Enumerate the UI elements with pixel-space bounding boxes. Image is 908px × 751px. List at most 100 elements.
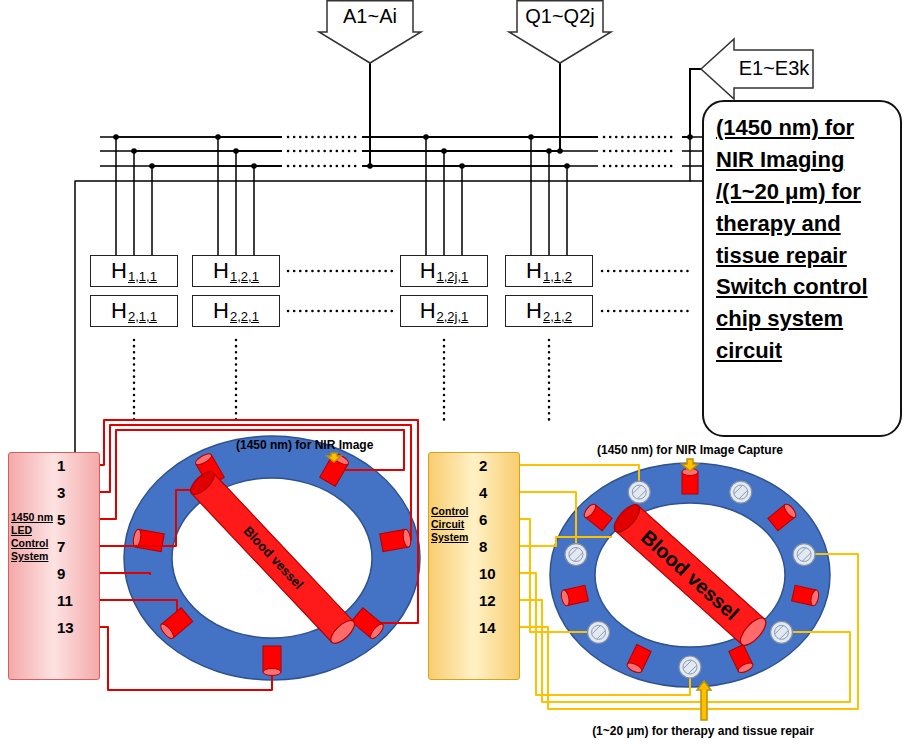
vessel-label: Blood vessel bbox=[637, 526, 744, 625]
led-emitter bbox=[682, 469, 698, 495]
junction-dot bbox=[687, 134, 693, 140]
bus-line bbox=[690, 180, 702, 182]
control-wire bbox=[520, 573, 690, 695]
continuation-dots bbox=[604, 165, 676, 168]
callout-box: (1450 nm) for NIR Imaging /(1~20 μm) for… bbox=[702, 100, 902, 437]
cell-index: 2,1,2 bbox=[543, 310, 572, 324]
junction-dot bbox=[233, 148, 239, 154]
image-sensor bbox=[565, 544, 587, 566]
image-sensor bbox=[628, 481, 650, 503]
signal-name: A1~Ai bbox=[318, 5, 422, 28]
cell-index: 1,1,2 bbox=[543, 270, 572, 284]
blood-vessel: Blood vessel bbox=[190, 470, 355, 645]
switch-cell: H1,1,1 bbox=[90, 255, 178, 287]
block-arrow bbox=[701, 39, 813, 99]
bus-wire bbox=[152, 63, 370, 255]
bus-wire bbox=[549, 63, 560, 255]
wavelength-note: (1~20 μm) for therapy and tissue repair bbox=[578, 724, 828, 738]
led-emitter bbox=[351, 608, 385, 641]
switch-cell: H1,2j,1 bbox=[400, 255, 488, 287]
junction-dot bbox=[113, 134, 119, 140]
junction-dot bbox=[423, 134, 429, 140]
pin-number: 6 bbox=[479, 511, 515, 529]
continuation-dots bbox=[288, 150, 356, 153]
blood-vessel: Blood vessel bbox=[612, 505, 768, 645]
junction-dot bbox=[215, 134, 221, 140]
pin-number: 9 bbox=[57, 565, 93, 583]
cell-letter: H bbox=[420, 299, 436, 323]
pin-number: 10 bbox=[479, 565, 515, 583]
wavelength-note: (1450 nm) for NIR Image Capture bbox=[590, 443, 790, 457]
control-wire bbox=[100, 600, 177, 623]
pin-number: 4 bbox=[479, 484, 515, 502]
control-wire bbox=[520, 537, 612, 546]
switch-cell: H2,1,2 bbox=[505, 295, 593, 327]
continuation-dots bbox=[288, 165, 356, 168]
switch-cell: H1,1,2 bbox=[505, 255, 593, 287]
cylinder-cap bbox=[187, 468, 218, 498]
input-arrow: A1~Ai bbox=[318, 0, 422, 64]
panel-title: 1450 nm LED Control System bbox=[11, 511, 57, 563]
led-emitter bbox=[263, 646, 281, 676]
pin-number: 12 bbox=[479, 592, 515, 610]
image-sensor bbox=[770, 621, 792, 643]
tissue-ring bbox=[550, 463, 830, 687]
image-sensor bbox=[679, 656, 701, 678]
signal-name: E1~E3k bbox=[734, 57, 814, 80]
callout-text: (1450 nm) for NIR Imaging /(1~20 μm) for… bbox=[716, 112, 888, 367]
switch-cell: H2,2j,1 bbox=[400, 295, 488, 327]
switch-cell: H2,2,1 bbox=[192, 295, 280, 327]
continuation-dots bbox=[548, 340, 551, 425]
cell-index: 1,2j,1 bbox=[437, 270, 469, 284]
panel-title: Control Circuit System bbox=[431, 505, 477, 544]
junction-dot bbox=[546, 148, 552, 154]
control-wire bbox=[100, 490, 190, 546]
cell-index: 2,2,1 bbox=[230, 310, 259, 324]
continuation-dots bbox=[288, 270, 392, 273]
led-emitter bbox=[380, 529, 412, 552]
cylinder-cap bbox=[736, 614, 770, 649]
cylinder-body bbox=[191, 473, 353, 642]
cell-letter: H bbox=[420, 259, 436, 283]
pin-number: 14 bbox=[479, 619, 515, 637]
cylinder-cap bbox=[327, 617, 358, 647]
control-wire bbox=[520, 600, 850, 702]
junction-dot bbox=[528, 134, 534, 140]
junction-dot bbox=[251, 163, 257, 169]
block-arrow bbox=[509, 1, 611, 63]
pointer-arrow bbox=[327, 453, 341, 462]
cylinder-cap bbox=[610, 501, 644, 536]
led-emitter bbox=[320, 452, 350, 487]
switch-cell: H2,1,1 bbox=[90, 295, 178, 327]
switch-cell: H1,2,1 bbox=[192, 255, 280, 287]
cell-letter: H bbox=[526, 299, 542, 323]
pin-number: 8 bbox=[479, 538, 515, 556]
continuation-dots bbox=[133, 340, 136, 425]
led-emitter bbox=[560, 585, 588, 606]
cell-letter: H bbox=[526, 259, 542, 283]
continuation-dots bbox=[602, 270, 690, 273]
bus-gap bbox=[598, 131, 682, 172]
control-wire bbox=[100, 573, 150, 575]
control-wire bbox=[100, 430, 404, 519]
tissue-ring bbox=[124, 436, 420, 680]
cylinder-body bbox=[616, 506, 765, 645]
continuation-dots bbox=[602, 310, 690, 313]
continuation-dots bbox=[604, 136, 676, 139]
led-control-panel: 1357911131450 nm LED Control System bbox=[8, 452, 100, 680]
signal-name: Q1~Q2j bbox=[508, 5, 612, 28]
vessel-cylinder bbox=[610, 501, 770, 650]
led-emitter bbox=[159, 608, 193, 641]
led-emitter bbox=[768, 502, 798, 530]
control-wire bbox=[100, 627, 272, 690]
continuation-dots bbox=[443, 340, 446, 425]
cell-index: 2,1,1 bbox=[128, 310, 157, 324]
pointer-arrow bbox=[682, 459, 698, 471]
led-emitter bbox=[132, 529, 164, 552]
bus-gap bbox=[282, 131, 362, 172]
image-sensor bbox=[588, 621, 610, 643]
pin-number: 3 bbox=[57, 484, 93, 502]
pin-number: 13 bbox=[57, 619, 93, 637]
control-wire bbox=[520, 492, 576, 554]
control-wire bbox=[520, 465, 639, 492]
